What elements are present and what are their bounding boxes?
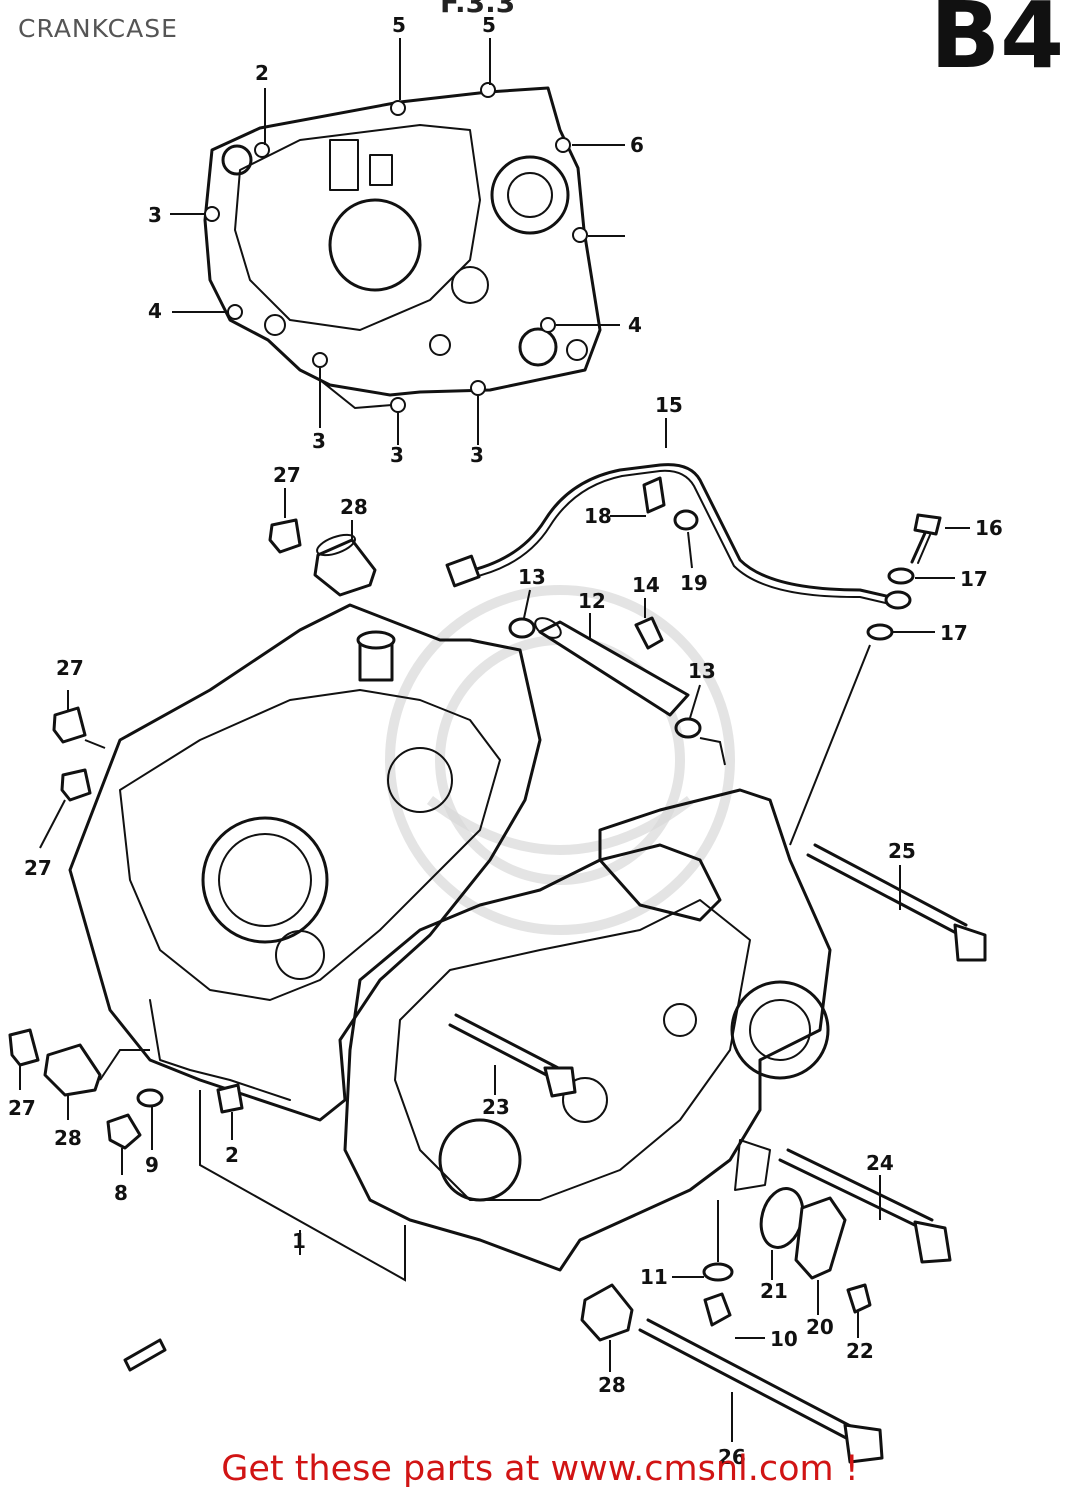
- parts-shop-link[interactable]: Get these parts at www.cmsnl.com !: [221, 1449, 859, 1489]
- callout-1: 1: [292, 1229, 306, 1253]
- callout-27-b: 27: [56, 656, 84, 680]
- callout-13-b: 13: [688, 659, 716, 683]
- callout-28-a: 28: [340, 495, 368, 519]
- callout-3-d: 3: [390, 443, 404, 467]
- callout-17-b: 17: [940, 621, 968, 645]
- callout-27-a: 27: [273, 463, 301, 487]
- callout-3-b: 3: [148, 203, 162, 227]
- callout-28-c: 28: [598, 1373, 626, 1397]
- leader-lines: [19, 38, 970, 1442]
- callout-23: 23: [482, 1095, 510, 1119]
- callout-13-a: 13: [518, 565, 546, 589]
- callout-19: 19: [680, 571, 708, 595]
- callout-27-c: 27: [24, 856, 52, 880]
- oil-pipe-drawing: [445, 463, 912, 610]
- partial-section-title: F.3.3: [440, 0, 516, 19]
- callout-4-a: 4: [148, 299, 162, 323]
- callout-22: 22: [846, 1339, 874, 1363]
- callout-labels: 2 5 5 6 3 4 4 3 3 3 15 27 28 18 19 16 17…: [8, 13, 1003, 1469]
- diagram-code: B4: [930, 0, 1065, 89]
- callout-3-a: 2: [255, 61, 269, 85]
- crankcase-cover-drawing: [203, 82, 602, 413]
- callout-3-e: 3: [470, 443, 484, 467]
- callout-24: 24: [866, 1151, 894, 1175]
- callout-26: 26: [718, 1445, 746, 1469]
- callout-14: 14: [632, 573, 660, 597]
- callout-3-c: 3: [312, 429, 326, 453]
- page-title: CRANKCASE: [18, 14, 178, 43]
- callout-21: 21: [760, 1279, 788, 1303]
- callout-6: 6: [630, 133, 644, 157]
- callout-15: 15: [655, 393, 683, 417]
- callout-10: 10: [770, 1327, 798, 1351]
- callout-12: 12: [578, 589, 606, 613]
- callout-5-top: 5: [392, 13, 406, 37]
- callout-16: 16: [975, 516, 1003, 540]
- callout-8: 8: [114, 1181, 128, 1205]
- callout-18: 18: [584, 504, 612, 528]
- small-parts-drawing: [8, 476, 987, 1464]
- crankcase-halves-drawing: [68, 603, 832, 1272]
- callout-5: 5: [482, 13, 496, 37]
- callout-2: 2: [225, 1143, 239, 1167]
- callout-17-a: 17: [960, 567, 988, 591]
- callout-9: 9: [145, 1153, 159, 1177]
- callout-28-b: 28: [54, 1126, 82, 1150]
- callout-11: 11: [640, 1265, 668, 1289]
- callout-4-b: 4: [628, 313, 642, 337]
- callout-27-d: 27: [8, 1096, 36, 1120]
- callout-20: 20: [806, 1315, 834, 1339]
- callout-25: 25: [888, 839, 916, 863]
